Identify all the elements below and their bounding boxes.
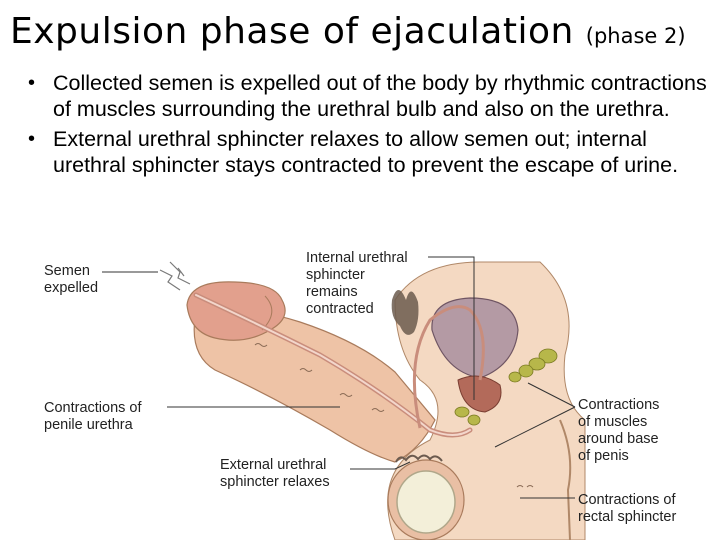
label-external-sphincter: External urethral sphincter relaxes	[220, 457, 330, 490]
bullet-list: • Collected semen is expelled out of the…	[28, 71, 708, 183]
bullet-item: • Collected semen is expelled out of the…	[28, 71, 708, 122]
scrotum-hair	[395, 454, 443, 463]
label-contractions-rectal: Contractions of rectal sphincter	[578, 492, 677, 525]
bullet-dot-icon: •	[28, 128, 36, 150]
testis	[396, 470, 456, 534]
hair	[391, 290, 419, 335]
contraction-marks	[254, 343, 534, 488]
vas-deferens	[412, 305, 485, 429]
bullet-text: Collected semen is expelled out of the b…	[53, 71, 707, 121]
label-semen-expelled: Semen expelled	[44, 263, 99, 296]
label-internal-sphincter: Internal urethral sphincter remains cont…	[306, 250, 408, 317]
label-contractions-muscles: Contractions of muscles around base of p…	[578, 397, 660, 464]
title-sub: (phase 2)	[585, 24, 686, 48]
bullet-dot-icon: •	[28, 72, 36, 94]
semen-spray-icon	[159, 261, 191, 291]
urethra-inner	[195, 294, 471, 436]
label-contractions-penile-urethra: Contractions of penile urethra	[44, 400, 142, 433]
leader-lines	[102, 256, 576, 499]
title-main: Expulsion phase of ejaculation	[10, 11, 574, 52]
bladder	[431, 297, 519, 379]
bullet-item: • External urethral sphincter relaxes to…	[28, 127, 708, 178]
rectum	[559, 419, 572, 540]
seminal-vesicle	[454, 348, 558, 426]
slide-title: Expulsion phase of ejaculation (phase 2)	[10, 6, 686, 62]
bullet-text: External urethral sphincter relaxes to a…	[53, 127, 679, 177]
penis-shaft	[193, 309, 436, 463]
anatomy-illustration	[102, 256, 586, 540]
